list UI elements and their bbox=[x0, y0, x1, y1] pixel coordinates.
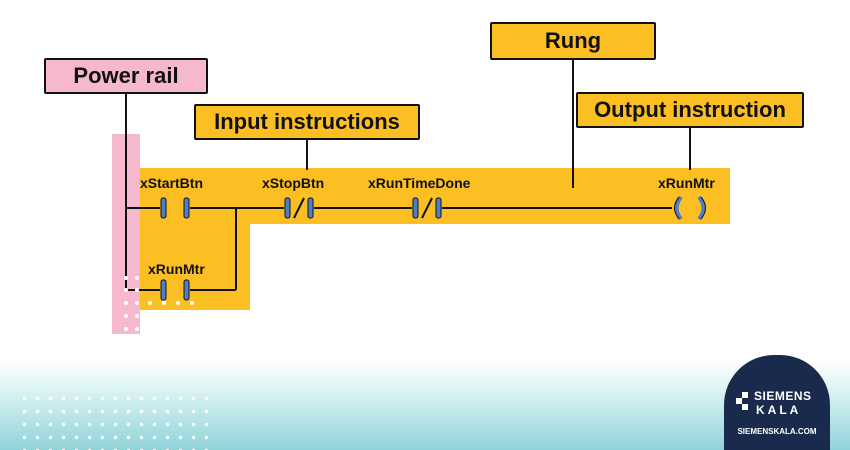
input-instructions-label: Input instructions bbox=[194, 104, 420, 140]
power-rail-leader bbox=[125, 94, 127, 140]
input-instructions-label-text: Input instructions bbox=[214, 109, 400, 134]
power-rail-line bbox=[125, 140, 127, 290]
decorative-dot-grid bbox=[18, 392, 213, 450]
rung-leader bbox=[572, 60, 574, 188]
contact-label-runtime: xRunTimeDone bbox=[368, 175, 471, 191]
output-instruction-leader bbox=[689, 128, 691, 170]
rung-label: Rung bbox=[490, 22, 656, 60]
branch-highlight bbox=[130, 224, 250, 310]
contact-label-seal: xRunMtr bbox=[148, 261, 205, 277]
power-rail-label-text: Power rail bbox=[73, 63, 179, 88]
brand-logo: SIEMENS KALA SIEMENSKALA.COM bbox=[724, 355, 830, 450]
runtime-contact-icon bbox=[412, 197, 442, 219]
output-instruction-label: Output instruction bbox=[576, 92, 804, 128]
stop-contact-icon bbox=[284, 197, 314, 219]
coil-label: xRunMtr bbox=[658, 175, 715, 191]
power-rail-label: Power rail bbox=[44, 58, 208, 94]
contact-label-stop: xStopBtn bbox=[262, 175, 325, 191]
coil-icon bbox=[674, 195, 706, 221]
seal-contact-icon bbox=[160, 279, 190, 301]
input-instructions-leader bbox=[306, 140, 308, 170]
logo-mark-icon bbox=[736, 392, 748, 410]
logo-text-line1: SIEMENS bbox=[754, 389, 812, 403]
rung-label-text: Rung bbox=[544, 28, 602, 53]
branch-dots bbox=[124, 276, 194, 331]
rung-highlight-tab-left bbox=[130, 168, 248, 194]
logo-url: SIEMENSKALA.COM bbox=[737, 427, 817, 436]
start-contact-icon bbox=[160, 197, 190, 219]
output-instruction-label-text: Output instruction bbox=[594, 97, 786, 122]
logo-text-line2: KALA bbox=[756, 403, 802, 417]
contact-label-start: xStartBtn bbox=[140, 175, 204, 191]
